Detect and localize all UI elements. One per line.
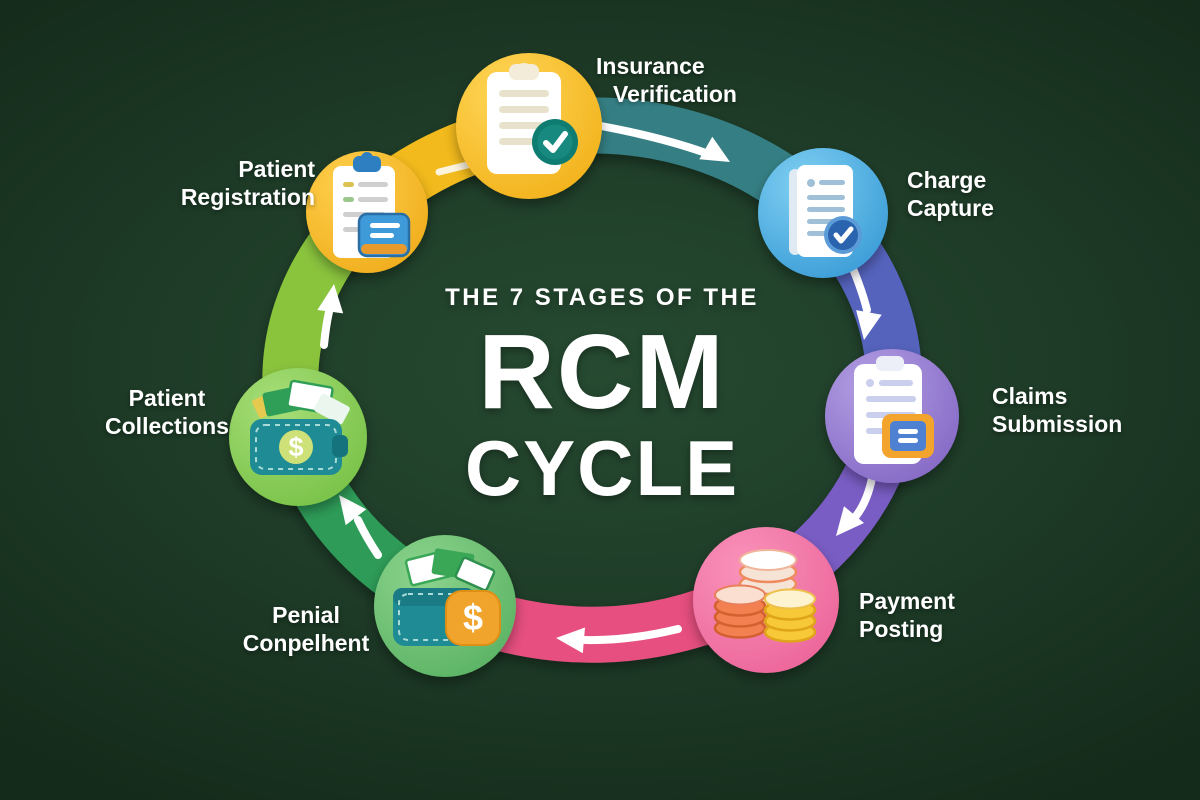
flow-arrows (317, 122, 882, 654)
stage-node-denial-management: $ (374, 535, 516, 677)
card-badge (357, 212, 411, 258)
stage-node-charge-capture (758, 148, 888, 278)
stage-label-patient-collections: Patient Collections (105, 385, 229, 440)
clipboard-check-icon (487, 63, 578, 174)
wallet-cash-icon: $ (250, 379, 350, 475)
arrow-insurance-to-charge (597, 122, 730, 162)
stage-node-patient-collections: $ (229, 368, 367, 506)
clipboard-message-icon (854, 356, 934, 464)
dollar-badge: $ (445, 590, 501, 646)
stage-label-payment-posting: Payment Posting (859, 588, 955, 643)
wallet-dollar-badge-icon: $ (393, 548, 501, 646)
coin-stack-right (763, 588, 817, 643)
stage-label-patient-registration: Patient Registration (180, 156, 315, 211)
stage-nodes: $ (229, 53, 959, 677)
document-check-icon (789, 165, 862, 257)
title-sub: CYCLE (464, 424, 740, 512)
stage-node-payment-posting (693, 527, 839, 673)
clipboard-lines (499, 90, 549, 145)
stage-node-claims-submission (825, 349, 959, 483)
stage-label-denial-management: Penial Conpelhent (242, 602, 370, 657)
check-badge (824, 216, 862, 254)
segment-highlight-dash (435, 160, 475, 176)
arrow-payment-to-denial (556, 625, 682, 654)
stage-label-insurance-verification: Insurance Verification (596, 53, 737, 108)
stage-label-charge-capture: Charge Capture (907, 167, 994, 222)
arrow-collections-to-registration (317, 284, 344, 349)
coin-stacks-icon (713, 549, 817, 643)
cash-bills (404, 548, 496, 592)
message-badge (882, 414, 934, 458)
dollar-badge: $ (279, 430, 313, 464)
svg-text:$: $ (463, 597, 483, 638)
title-kicker: THE 7 STAGES OF THE (445, 284, 759, 311)
cash-bills (251, 379, 350, 425)
svg-text:$: $ (288, 432, 303, 462)
check-badge (532, 119, 578, 165)
clipboard-card-icon (333, 152, 411, 258)
diagram-title: THE 7 STAGES OF THE RCM CYCLE (302, 284, 902, 507)
stage-node-patient-registration (306, 151, 428, 273)
stage-node-insurance-verification (456, 53, 602, 199)
coin-stack-left (713, 584, 767, 639)
title-main: RCM (478, 313, 726, 431)
stage-label-claims-submission: Claims Submission (992, 383, 1123, 438)
arrow-denial-to-collections (339, 495, 382, 559)
wallet-clasp (332, 435, 348, 457)
